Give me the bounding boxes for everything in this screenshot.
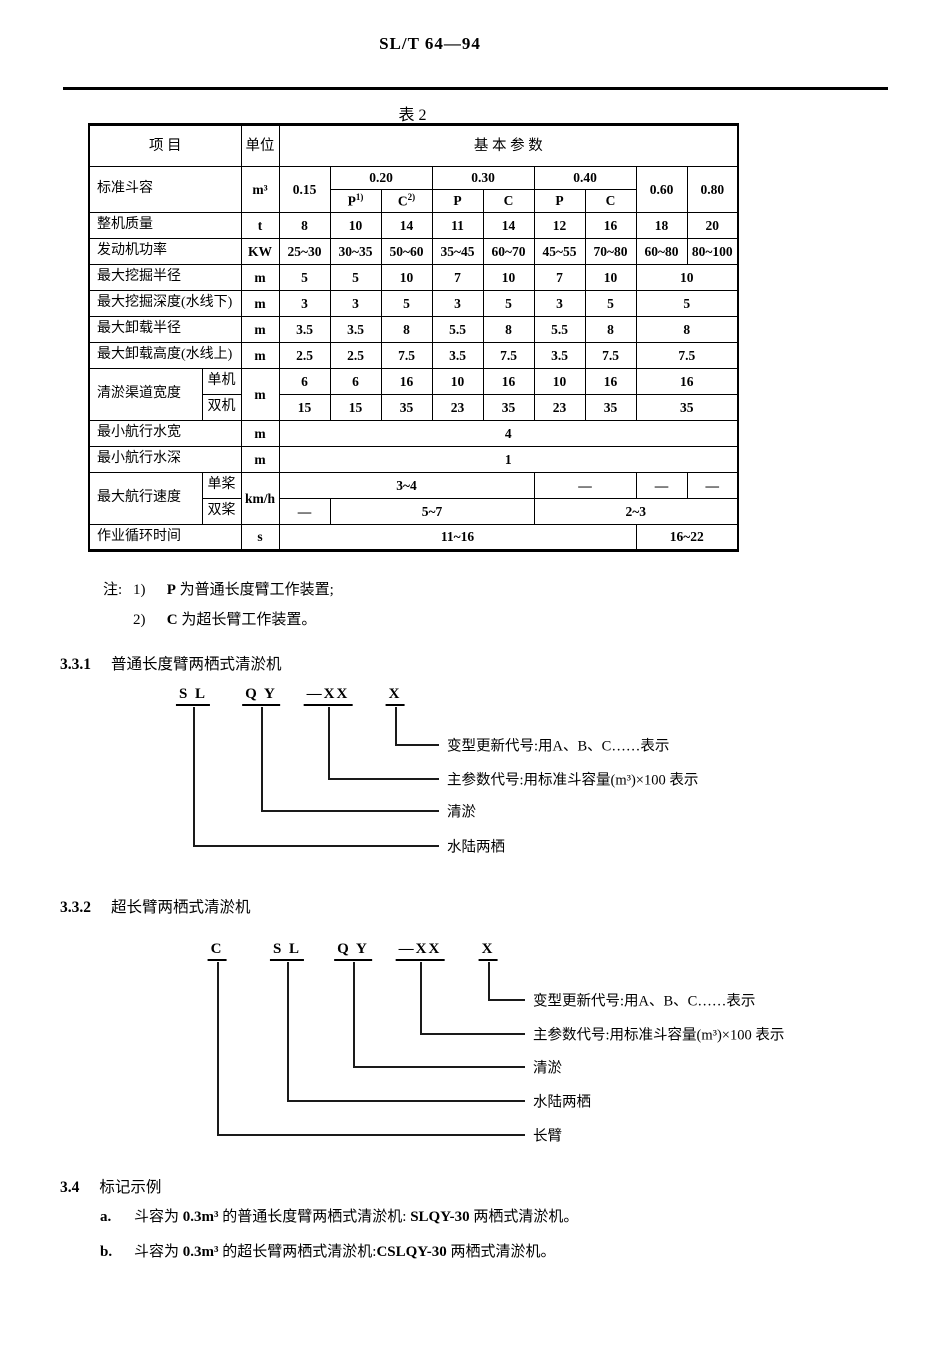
model-code: CSLQY-30: [376, 1244, 447, 1260]
bucket-value: 0.3m³: [182, 1209, 219, 1225]
section-331-heading: 3.3.1 普通长度臂两栖式清淤机: [60, 652, 282, 674]
diagram-label: 长臂: [533, 1128, 562, 1145]
note-num: 2): [133, 612, 146, 628]
note-code: C: [166, 612, 178, 628]
col-header-item: 项 目: [88, 124, 242, 167]
connector-line: [328, 707, 439, 780]
code-x: X: [385, 686, 405, 706]
table-row-channel-single: 清淤渠道宽度 单机 m 6 6 16 10 16 10 16 16: [88, 368, 739, 421]
section-title: 超长臂两栖式清淤机: [111, 899, 251, 916]
sublabel-double-paddle: 双桨: [201, 498, 242, 525]
footnote-mark-2: 2): [407, 192, 416, 203]
note-label: 注:: [103, 582, 123, 598]
table-row: 最大挖掘深度(水线下) m 3 3 5 3 5 3 5 5: [88, 290, 739, 317]
connector-line: [488, 962, 525, 1001]
table-row: 作业循环时间 s 11~16 16~22: [88, 524, 739, 551]
table-row: 最大卸载高度(水线上) m 2.5 2.5 7.5 3.5 7.5 3.5 7.…: [88, 342, 739, 369]
bucket-080: 0.80: [686, 166, 739, 213]
sublabel-single-paddle: 单桨: [201, 472, 242, 499]
connector-line: [353, 962, 525, 1068]
table-row: 最大卸载半径 m 3.5 3.5 8 5.5 8 5.5 8 8: [88, 316, 739, 343]
diagram-label: 水陆两栖: [533, 1094, 591, 1111]
connector-line: [420, 962, 525, 1035]
model-code: SLQY-30: [410, 1209, 470, 1225]
section-title: 标记示例: [99, 1179, 162, 1196]
table-row: 最大挖掘半径 m 5 5 10 7 10 7 10 10: [88, 264, 739, 291]
bucket-015: 0.15: [278, 166, 331, 213]
bucket-030: 0.30: [431, 166, 535, 190]
parameters-table: 项 目 单位 基 本 参 数 标准斗容 m³ 0.15 0.20 0.30 0.…: [88, 123, 740, 552]
bucket-value: 0.3m³: [182, 1244, 219, 1260]
bucket-row-sub: P1) C2) P C P C: [89, 189, 738, 213]
header-rule: [63, 87, 888, 90]
footnote-mark-1: 1): [355, 192, 364, 203]
subcol-c2: C2): [380, 189, 433, 213]
connector-line: [261, 707, 439, 812]
section-34-heading: 3.4 标记示例: [60, 1175, 161, 1197]
example-a: a.斗容为 0.3m³ 的普通长度臂两栖式清淤机: SLQY-30 两栖式清淤机…: [100, 1209, 579, 1225]
section-number: 3.3.1: [60, 656, 91, 673]
example-letter: b.: [100, 1244, 113, 1260]
subcol-p: P: [431, 189, 484, 213]
diagram-label: 清淤: [533, 1060, 562, 1077]
note-text: 为普通长度臂工作装置;: [179, 582, 334, 598]
unit-bucket: m³: [240, 166, 280, 213]
diagram-label: 清淤: [447, 804, 476, 821]
code-sl: S L: [175, 686, 211, 706]
sublabel-single: 单机: [201, 368, 242, 395]
note-code: P: [166, 582, 176, 598]
bucket-row-top: 标准斗容 m³ 0.15 0.20 0.30 0.40 0.60 0.80: [88, 166, 739, 213]
table-title: 表 2: [398, 107, 427, 124]
spec-table: 项 目 单位 基 本 参 数 标准斗容 m³ 0.15 0.20 0.30 0.…: [88, 123, 740, 552]
diagram-label: 主参数代号:用标准斗容量(m³)×100 表示: [447, 772, 699, 789]
example-b: b.斗容为 0.3m³ 的超长臂两栖式清淤机:CSLQY-30 两栖式清淤机。: [100, 1244, 556, 1260]
table-row: 整机质量 t 8 10 14 11 14 12 16 18 20: [88, 212, 739, 239]
code-c: C: [207, 941, 227, 961]
sublabel-double: 双机: [201, 394, 242, 421]
subcol-p: P: [533, 189, 586, 213]
subcol-p1: P1): [329, 189, 382, 213]
table-row: 最小航行水深 m 1: [88, 446, 739, 473]
note-item-2: 2) C 为超长臂工作装置。: [133, 608, 316, 629]
code-x: X: [478, 941, 498, 961]
note-num: 1): [133, 582, 146, 598]
row-label-bucket: 标准斗容: [88, 166, 242, 213]
bucket-020: 0.20: [329, 166, 433, 190]
connector-line: [193, 707, 439, 847]
table-row: 发动机功率 KW 25~30 30~35 50~60 35~45 60~70 4…: [88, 238, 739, 265]
bucket-040: 0.40: [533, 166, 637, 190]
diagram-label: 变型更新代号:用A、B、C……表示: [533, 993, 756, 1010]
doc-code-header: SL/T 64—94: [379, 34, 481, 53]
col-header-unit: 单位: [240, 124, 280, 167]
diagram-label: 变型更新代号:用A、B、C……表示: [447, 738, 670, 755]
subcol-c: C: [584, 189, 637, 213]
connector-line: [217, 962, 525, 1136]
code-qy: Q Y: [334, 941, 372, 961]
section-number: 3.4: [60, 1179, 80, 1196]
section-title: 普通长度臂两栖式清淤机: [111, 656, 282, 673]
bucket-060: 0.60: [635, 166, 688, 213]
diagram-label: 主参数代号:用标准斗容量(m³)×100 表示: [533, 1027, 785, 1044]
table-row-speed-single: 最大航行速度 单桨 km/h 3~4 — — —: [88, 472, 739, 525]
table-row: 最小航行水宽 m 4: [88, 420, 739, 447]
table-header-row: 项 目 单位 基 本 参 数: [88, 124, 739, 167]
table-row-channel-double: 双机 15 15 35 23 35 23 35 35: [89, 394, 739, 421]
code-qy: Q Y: [242, 686, 280, 706]
connector-line: [287, 962, 525, 1102]
col-header-params: 基 本 参 数: [278, 124, 739, 167]
section-number: 3.3.2: [60, 899, 91, 916]
note-item-1: 1) P 为普通长度臂工作装置;: [133, 578, 334, 599]
section-332-heading: 3.3.2 超长臂两栖式清淤机: [60, 895, 251, 917]
note-text: 为超长臂工作装置。: [181, 612, 317, 628]
connector-line: [395, 707, 439, 746]
code-xx: —XX: [303, 686, 353, 706]
code-sl: S L: [269, 941, 305, 961]
diagram-label: 水陆两栖: [447, 839, 505, 856]
code-xx: —XX: [395, 941, 445, 961]
example-letter: a.: [100, 1209, 112, 1225]
subcol-c: C: [482, 189, 535, 213]
